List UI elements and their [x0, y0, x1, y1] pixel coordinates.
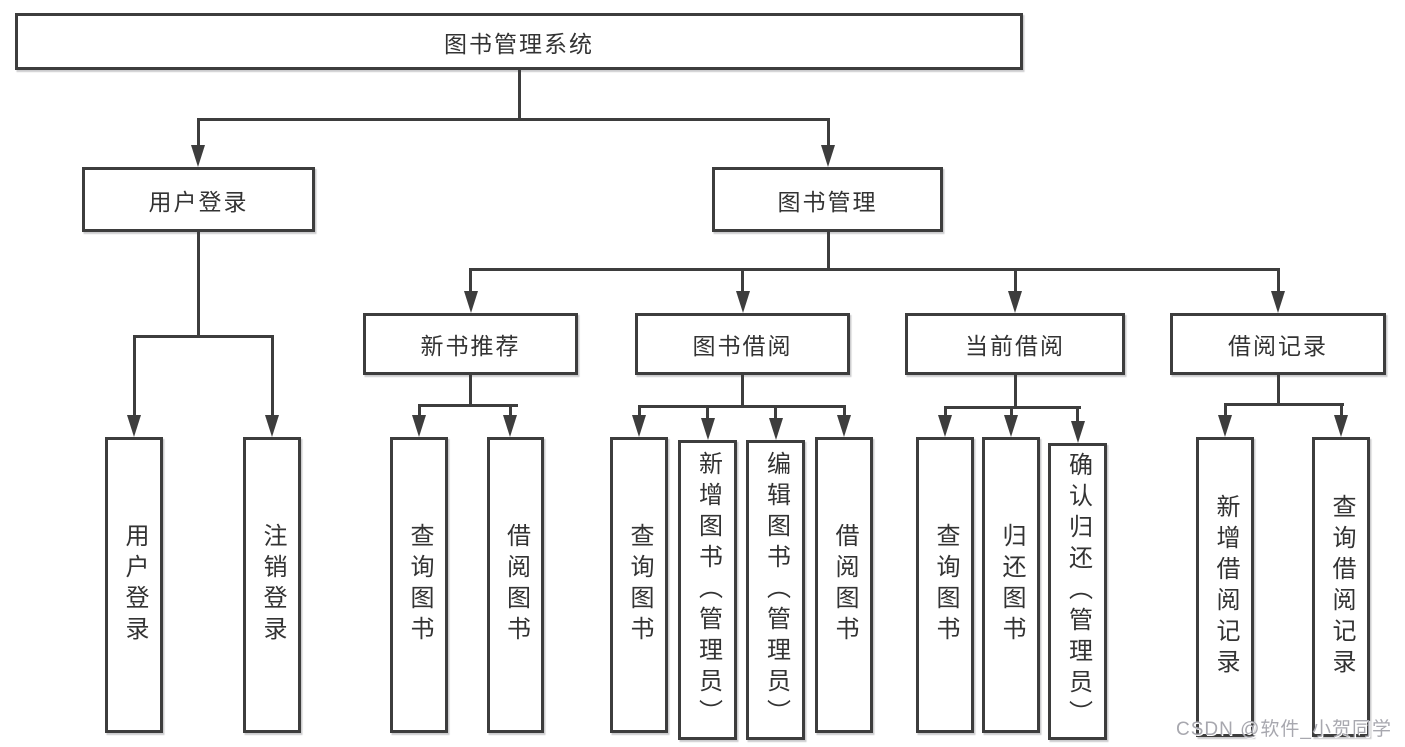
node-label: 图书借阅: [692, 333, 793, 359]
arrow-down-icon: [837, 415, 851, 437]
node-query-books-borrowing: 查询图书: [610, 437, 668, 733]
connector-bb-stem: [741, 375, 744, 408]
node-label: 确认归还（管理员）: [1064, 452, 1092, 731]
node-label: 图书管理: [777, 188, 878, 215]
connector-to-new-book-recommend: [469, 267, 472, 294]
node-label: 查询借阅记录: [1328, 494, 1355, 680]
node-label: 图书管理系统: [444, 30, 594, 57]
connector-leaf-stem: [1009, 405, 1013, 417]
node-query-books-current: 查询图书: [916, 437, 974, 733]
node-label: 编辑图书（管理员）: [762, 450, 790, 730]
node-label: 新增借阅记录: [1212, 494, 1239, 680]
node-confirm-return-admin: 确认归还（管理员）: [1048, 443, 1107, 740]
node-current-borrowing: 当前借阅: [905, 313, 1125, 375]
node-return-book: 归还图书: [982, 437, 1040, 733]
connector-to-book-management: [826, 117, 830, 148]
node-new-book-recommend: 新书推荐: [363, 313, 578, 375]
csdn-watermark: CSDN @软件_小贺同学: [1176, 719, 1392, 740]
node-user-login-leaf: 用户登录: [105, 437, 163, 733]
arrow-down-icon: [1070, 421, 1085, 443]
connector-leaf-stem: [842, 404, 846, 417]
node-logout-leaf: 注销登录: [243, 437, 301, 733]
arrow-down-icon: [1004, 415, 1018, 437]
connector-book-mgmt-stem: [826, 232, 830, 271]
node-label: 借阅图书: [502, 523, 530, 647]
arrow-down-icon: [735, 291, 750, 313]
connector-leaf-stem: [1076, 405, 1079, 423]
connector-leaf-stem: [943, 405, 947, 417]
node-label: 用户登录: [121, 523, 148, 647]
connector-bb-rail: [637, 404, 846, 408]
arrow-down-icon: [1334, 415, 1348, 437]
connector-root-rail: [196, 117, 830, 121]
arrow-down-icon: [463, 291, 478, 313]
connector-leaf-stem: [1339, 403, 1343, 417]
connector-to-logout-leaf: [270, 334, 274, 419]
node-user-login-group: 用户登录: [82, 167, 315, 232]
connector-user-login-rail: [132, 334, 274, 338]
connector-nbr-rail: [417, 403, 518, 407]
arrow-down-icon: [632, 415, 646, 437]
node-edit-book-admin: 编辑图书（管理员）: [746, 440, 805, 740]
node-label: 当前借阅: [965, 333, 1065, 359]
connector-br-stem: [1276, 375, 1280, 405]
node-borrow-records: 借阅记录: [1170, 313, 1386, 375]
node-query-books-recommend: 查询图书: [390, 437, 448, 733]
node-book-borrowing: 图书借阅: [635, 313, 850, 375]
connector-cb-stem: [1013, 375, 1017, 409]
connector-to-book-borrowing: [741, 267, 744, 294]
arrow-down-icon: [503, 415, 517, 437]
node-add-book-admin: 新增图书（管理员）: [678, 440, 737, 740]
arrow-down-icon: [768, 418, 783, 440]
connector-leaf-stem: [1223, 403, 1227, 417]
arrow-down-icon: [191, 145, 205, 167]
node-borrow-books-recommend: 借阅图书: [487, 437, 544, 733]
connector-to-login-leaf: [132, 334, 136, 419]
node-query-borrow-record: 查询借阅记录: [1312, 437, 1370, 737]
node-label: 用户登录: [148, 188, 249, 215]
connector-root-stem: [517, 70, 521, 119]
connector-leaf-stem: [417, 403, 421, 418]
node-borrow-books-borrowing: 借阅图书: [815, 437, 873, 733]
arrow-down-icon: [700, 418, 715, 440]
node-label: 新增图书（管理员）: [694, 450, 722, 730]
node-library-management-system: 图书管理系统: [15, 13, 1023, 70]
connector-leaf-stem: [774, 404, 777, 420]
connector-to-borrow-records: [1276, 267, 1280, 294]
node-label: 归还图书: [998, 523, 1025, 647]
connector-to-user-login: [196, 117, 200, 148]
connector-nbr-stem: [469, 375, 472, 407]
connector-leaf-stem: [508, 403, 512, 418]
arrow-down-icon: [1218, 415, 1232, 437]
connector-leaf-stem: [637, 404, 641, 417]
connector-leaf-stem: [706, 404, 709, 420]
arrow-down-icon: [1008, 291, 1022, 313]
arrow-down-icon: [821, 145, 835, 167]
arrow-down-icon: [1271, 291, 1285, 313]
node-add-borrow-record: 新增借阅记录: [1196, 437, 1254, 737]
arrow-down-icon: [265, 415, 279, 437]
node-label: 查询图书: [932, 523, 959, 647]
connector-user-login-stem: [196, 232, 200, 336]
node-label: 借阅图书: [831, 523, 858, 647]
node-label: 注销登录: [259, 523, 286, 647]
node-label: 新书推荐: [420, 333, 521, 359]
connector-to-current-borrowing: [1013, 267, 1017, 294]
node-book-management: 图书管理: [712, 167, 943, 232]
node-label: 查询图书: [406, 523, 433, 647]
node-label: 查询图书: [626, 523, 653, 647]
arrow-down-icon: [412, 415, 426, 437]
connector-br-rail: [1223, 403, 1344, 406]
node-label: 借阅记录: [1228, 333, 1328, 359]
connector-book-mgmt-rail: [469, 267, 1280, 271]
arrow-down-icon: [127, 415, 141, 437]
arrow-down-icon: [938, 415, 952, 437]
